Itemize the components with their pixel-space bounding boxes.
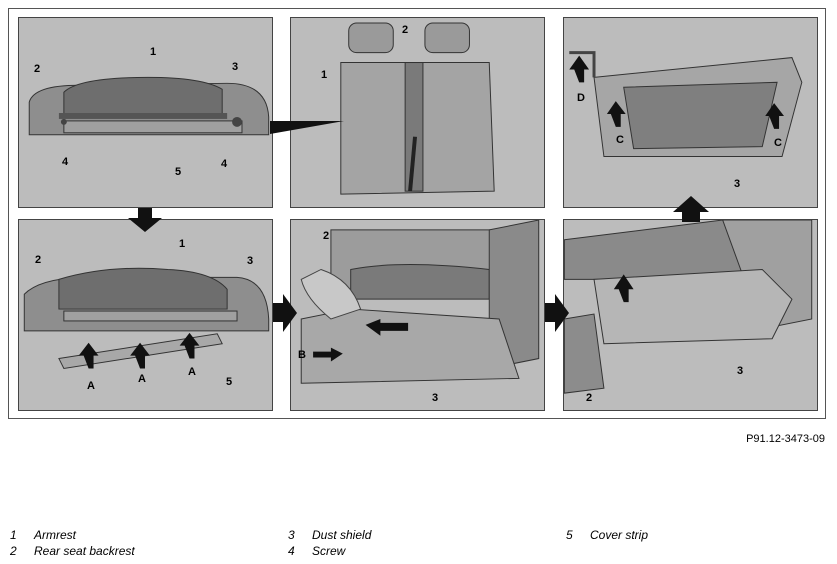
legend-number: 2 xyxy=(10,544,17,558)
callout-2: 2 xyxy=(35,254,42,266)
panel-seat-open: 2 B 3 xyxy=(290,219,545,411)
callout-2: 2 xyxy=(323,230,330,242)
legend-item-2: 2 Rear seat backrest xyxy=(10,544,135,558)
callout-3: 3 xyxy=(737,365,744,377)
callout-b: B xyxy=(298,349,306,361)
legend-label: Cover strip xyxy=(590,528,649,542)
dust-shield-illustration xyxy=(569,51,803,158)
legend-item-3: 3 Dust shield xyxy=(288,528,371,542)
legend-item-4: 4 Screw xyxy=(288,544,345,558)
callout-2: 2 xyxy=(402,24,409,36)
legend-item-5: 5 Cover strip xyxy=(566,528,648,542)
callout-1: 1 xyxy=(179,238,186,250)
callout-3: 3 xyxy=(734,178,741,190)
callout-2: 2 xyxy=(34,63,41,75)
callout-4a: 4 xyxy=(62,156,69,168)
callout-c-left: C xyxy=(616,134,624,146)
callout-a1: A xyxy=(87,380,95,392)
panel-dust-shield: C C D 3 xyxy=(563,17,818,208)
panel-armrest-view: 1 2 3 4 4 5 xyxy=(18,17,273,208)
callout-d: D xyxy=(577,92,585,104)
callout-1: 1 xyxy=(150,46,157,58)
callout-a2: A xyxy=(138,373,146,385)
armrest-illustration xyxy=(28,76,270,136)
panel-seat-lift: 2 3 xyxy=(563,219,818,411)
seat-open-illustration xyxy=(300,220,540,384)
legend-number: 5 xyxy=(566,528,573,542)
armrest-underside-illustration xyxy=(23,267,270,369)
callout-1: 1 xyxy=(321,69,328,81)
callout-c-right: C xyxy=(774,137,782,149)
legend-number: 3 xyxy=(288,528,295,542)
callout-4b: 4 xyxy=(221,158,228,170)
legend-number: 4 xyxy=(288,544,295,558)
figure-reference: P91.12-3473-09 xyxy=(746,433,825,445)
panel-backrest-view: 1 2 xyxy=(290,17,545,208)
legend-label: Rear seat backrest xyxy=(34,544,135,558)
legend-label: Screw xyxy=(312,544,346,558)
legend-number: 1 xyxy=(10,528,17,542)
callout-3: 3 xyxy=(432,392,439,404)
callout-a3: A xyxy=(188,366,196,378)
legend-label: Dust shield xyxy=(312,528,372,542)
callout-5: 5 xyxy=(226,376,233,388)
panel-armrest-underside: 1 2 3 5 A A A xyxy=(18,219,273,411)
backrest-illustration xyxy=(340,22,495,195)
seat-lift-illustration xyxy=(564,220,813,394)
callout-3: 3 xyxy=(232,61,239,73)
legend-label: Armrest xyxy=(34,528,76,542)
callout-2: 2 xyxy=(586,392,593,404)
legend-item-1: 1 Armrest xyxy=(10,528,76,542)
callout-5: 5 xyxy=(175,166,182,178)
callout-3: 3 xyxy=(247,255,254,267)
